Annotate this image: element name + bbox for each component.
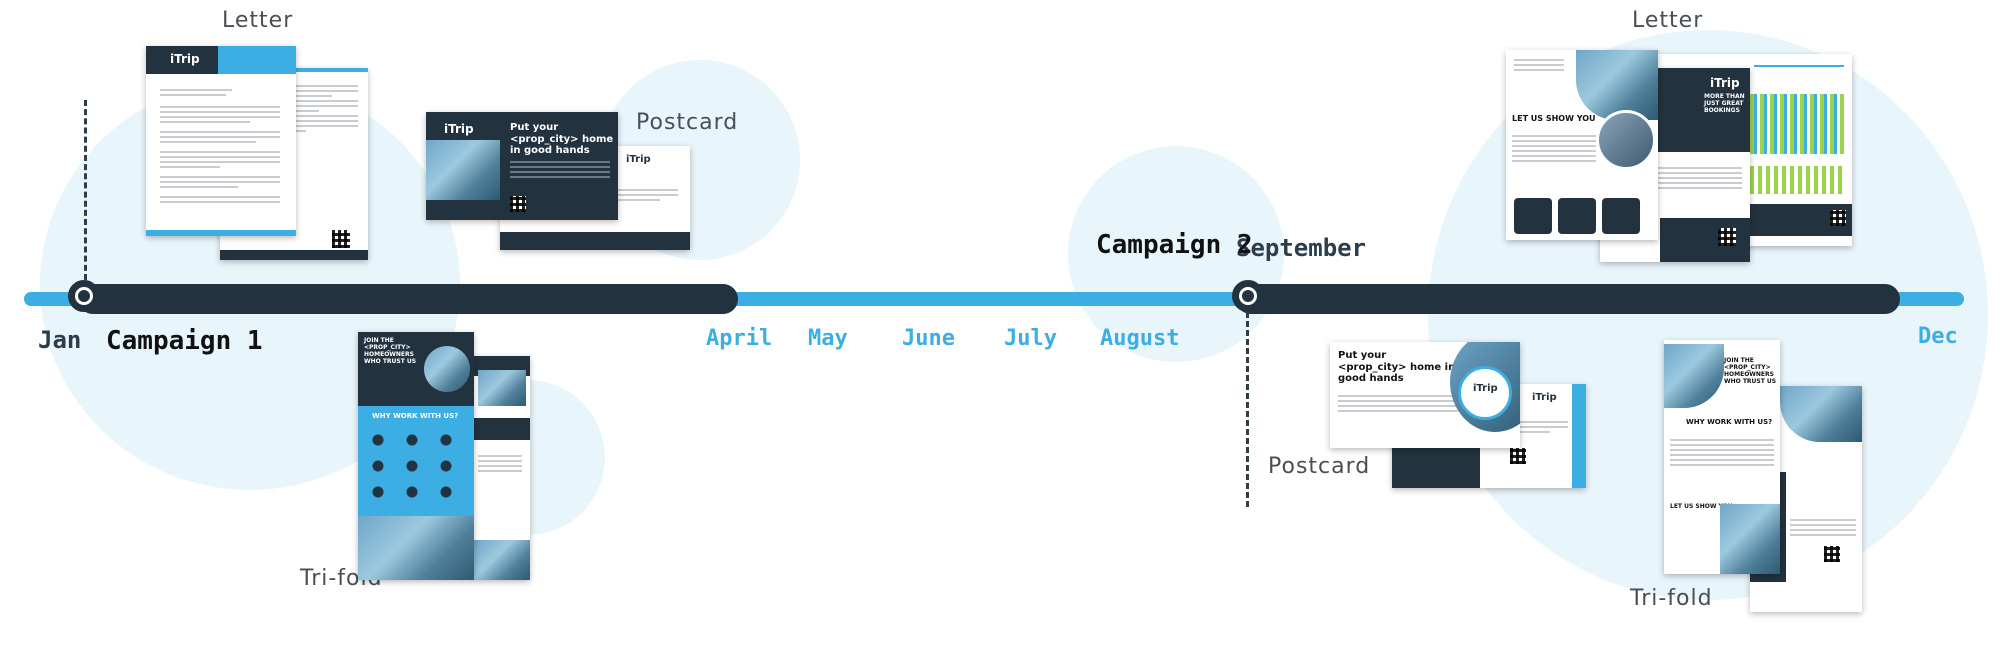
campaign-1-node xyxy=(68,280,100,312)
c1-postcard-label: Postcard xyxy=(636,110,739,135)
c2-trifold-front: JOIN THE <PROP_CITY> HOMEOWNERS WHO TRUS… xyxy=(1664,340,1780,574)
itrip-logo: iTrip xyxy=(1710,76,1740,90)
c1-trifold-headline: JOIN THE <PROP_CITY> HOMEOWNERS WHO TRUS… xyxy=(364,337,417,365)
bar-chart xyxy=(1750,94,1844,154)
itrip-logo: iTrip xyxy=(170,52,200,66)
campaign-2-dashed-marker xyxy=(1246,312,1249,507)
c2-postcard-front: Put your <prop_city> home in good hands … xyxy=(1330,342,1520,448)
month-dec: Dec xyxy=(1918,324,1958,349)
c1-trifold-back xyxy=(474,356,530,580)
house-photo xyxy=(426,140,500,200)
qr-code-icon xyxy=(332,230,350,248)
c1-postcard-headline: Put your <prop_city> home in good hands xyxy=(510,122,614,156)
qr-code-icon xyxy=(1718,228,1736,246)
qr-code-icon xyxy=(1824,546,1840,562)
month-june: June xyxy=(902,326,955,351)
c2-trifold-headline: JOIN THE <PROP_CITY> HOMEOWNERS WHO TRUS… xyxy=(1724,357,1777,385)
c2-letter-label: Letter xyxy=(1632,8,1704,33)
c1-letter-label: Letter xyxy=(222,8,294,33)
c1-why-work: WHY WORK WITH US? xyxy=(372,412,459,420)
qr-code-icon xyxy=(1830,210,1846,226)
c2-postcard-label: Postcard xyxy=(1268,454,1371,479)
c1-letter-front-page: iTrip xyxy=(146,46,296,236)
month-september: September xyxy=(1236,234,1367,262)
campaign-1-label: Campaign 1 xyxy=(106,326,263,356)
itrip-logo: iTrip xyxy=(444,122,474,136)
campaign-2-label: Campaign 2 xyxy=(1096,230,1253,260)
c2-more-than: MORE THAN JUST GREAT BOOKINGS xyxy=(1704,93,1745,114)
campaign-1-dashed-marker xyxy=(84,100,87,280)
c2-trifold-let-us-show: LET US SHOW YOU xyxy=(1670,503,1733,510)
month-august: August xyxy=(1100,326,1180,351)
campaign-2-bar xyxy=(1236,284,1900,314)
qr-code-icon xyxy=(510,196,526,212)
c2-let-us-show: LET US SHOW YOU xyxy=(1512,114,1596,123)
itrip-logo: iTrip xyxy=(1532,392,1557,403)
c1-postcard-front: iTrip Put your <prop_city> home in good … xyxy=(426,112,618,220)
c2-why-work: WHY WORK WITH US? xyxy=(1686,418,1773,426)
qr-code-icon xyxy=(1510,448,1526,464)
c2-letter-front-page: LET US SHOW YOU xyxy=(1506,50,1658,240)
month-jan: Jan xyxy=(38,326,82,354)
month-july: July xyxy=(1004,326,1057,351)
c2-postcard-headline: Put your <prop_city> home in good hands xyxy=(1338,350,1456,384)
campaign-2-node xyxy=(1232,280,1264,312)
month-april: April xyxy=(706,326,773,351)
brand-circle: iTrip xyxy=(1458,366,1512,420)
itrip-logo: iTrip xyxy=(626,154,651,165)
month-may: May xyxy=(808,326,848,351)
c2-trifold-label: Tri-fold xyxy=(1630,586,1713,611)
c1-trifold-front: JOIN THE <PROP_CITY> HOMEOWNERS WHO TRUS… xyxy=(358,332,474,580)
campaign-1-bar xyxy=(78,284,738,314)
